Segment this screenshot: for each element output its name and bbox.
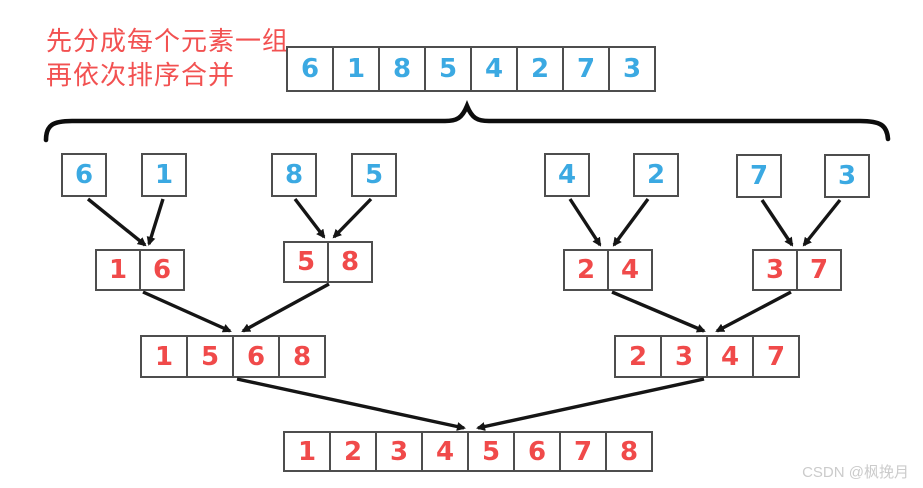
array-cell: 1 xyxy=(141,153,187,197)
top-array: 6 1 8 5 4 2 7 3 xyxy=(286,46,656,92)
level1-box-1: 1 xyxy=(141,153,187,197)
array-cell: 2 xyxy=(633,153,679,197)
array-cell: 1 xyxy=(332,46,380,92)
level1-box-7: 3 xyxy=(824,154,870,198)
array-cell: 6 xyxy=(286,46,334,92)
array-cell: 3 xyxy=(660,335,708,378)
array-cell: 6 xyxy=(61,153,107,197)
level3-quad-0: 1 5 6 8 xyxy=(140,335,326,378)
merge-arrow xyxy=(802,198,842,247)
merge-arrow xyxy=(715,290,792,333)
array-cell: 8 xyxy=(278,335,326,378)
annotation-text: 先分成每个元素一组 再依次排序合并 xyxy=(46,24,289,92)
grouping-brace-icon xyxy=(43,100,891,143)
merge-arrow xyxy=(612,197,650,247)
merge-arrow xyxy=(476,377,705,431)
array-cell: 1 xyxy=(140,335,188,378)
merge-arrow xyxy=(236,377,466,431)
level2-pair-1: 5 8 xyxy=(283,241,373,283)
array-cell: 6 xyxy=(232,335,280,378)
array-cell: 4 xyxy=(470,46,518,92)
merge-arrow xyxy=(142,290,232,333)
array-cell: 3 xyxy=(375,431,423,472)
array-cell: 2 xyxy=(329,431,377,472)
merge-arrow xyxy=(332,197,373,239)
annotation-line-2: 再依次排序合并 xyxy=(46,60,236,90)
array-cell: 2 xyxy=(516,46,564,92)
array-cell: 4 xyxy=(706,335,754,378)
array-cell: 7 xyxy=(559,431,607,472)
array-cell: 8 xyxy=(271,153,317,197)
level1-box-0: 6 xyxy=(61,153,107,197)
merge-arrow xyxy=(760,199,794,247)
array-cell: 3 xyxy=(752,249,798,291)
array-cell: 5 xyxy=(467,431,515,472)
merge-arrow xyxy=(293,197,326,239)
annotation-line-1: 先分成每个元素一组 xyxy=(46,26,290,56)
array-cell: 2 xyxy=(614,335,662,378)
level2-pair-3: 3 7 xyxy=(752,249,842,291)
level1-box-4: 4 xyxy=(544,153,590,197)
array-cell: 4 xyxy=(607,249,653,291)
level1-box-2: 8 xyxy=(271,153,317,197)
final-array: 1 2 3 4 5 6 7 8 xyxy=(283,431,653,472)
array-cell: 3 xyxy=(608,46,656,92)
level1-box-5: 2 xyxy=(633,153,679,197)
level2-pair-0: 1 6 xyxy=(95,249,185,291)
array-cell: 5 xyxy=(351,153,397,197)
array-cell: 8 xyxy=(327,241,373,283)
array-cell: 7 xyxy=(736,154,782,198)
array-cell: 2 xyxy=(563,249,609,291)
level1-box-6: 7 xyxy=(736,154,782,198)
merge-arrow xyxy=(611,290,706,333)
array-cell: 1 xyxy=(283,431,331,472)
array-cell: 4 xyxy=(544,153,590,197)
merge-arrow xyxy=(568,198,602,247)
array-cell: 8 xyxy=(378,46,426,92)
array-cell: 5 xyxy=(283,241,329,283)
level3-quad-1: 2 3 4 7 xyxy=(614,335,800,378)
array-cell: 1 xyxy=(95,249,141,291)
array-cell: 6 xyxy=(513,431,561,472)
array-cell: 3 xyxy=(824,154,870,198)
merge-arrow xyxy=(146,198,165,246)
array-cell: 7 xyxy=(752,335,800,378)
array-cell: 5 xyxy=(186,335,234,378)
array-cell: 6 xyxy=(139,249,185,291)
merge-arrow xyxy=(241,282,330,333)
array-cell: 5 xyxy=(424,46,472,92)
level2-pair-2: 2 4 xyxy=(563,249,653,291)
array-cell: 4 xyxy=(421,431,469,472)
array-cell: 7 xyxy=(796,249,842,291)
array-cell: 7 xyxy=(562,46,610,92)
level1-box-3: 5 xyxy=(351,153,397,197)
array-cell: 8 xyxy=(605,431,653,472)
merge-arrow xyxy=(86,197,147,247)
csdn-watermark: CSDN @枫挽月 xyxy=(802,464,909,481)
